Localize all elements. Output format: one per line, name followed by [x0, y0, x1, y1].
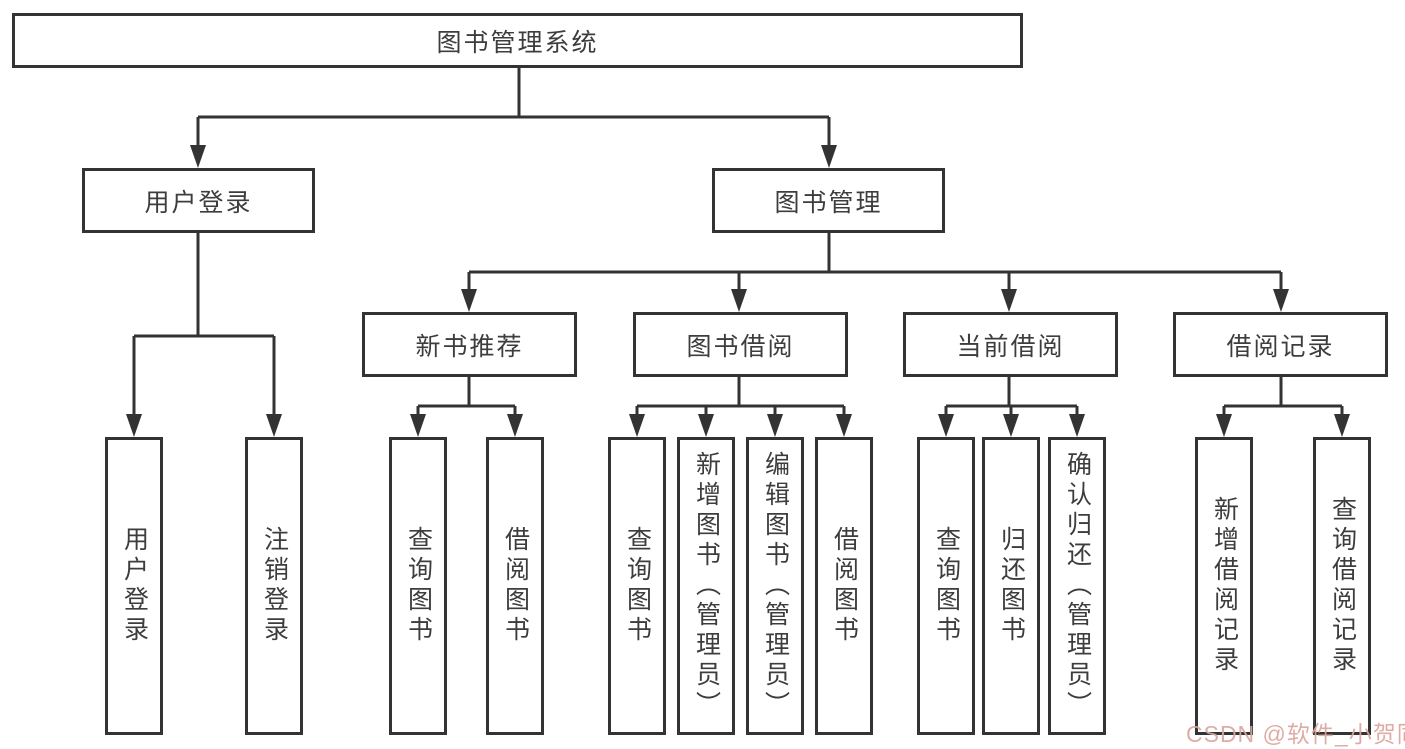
- leaf-query-borrow-record: 查询借阅记录: [1313, 437, 1371, 735]
- arrowheads: [126, 145, 1350, 437]
- node-borrowing-records: 借阅记录: [1173, 312, 1388, 377]
- node-new-book-recommendation: 新书推荐: [362, 312, 577, 377]
- leaf-add-books-admin: 新增图书（管理员）: [677, 437, 735, 735]
- node-library-management-system: 图书管理系统: [12, 13, 1023, 68]
- node-user-login: 用户登录: [82, 168, 315, 233]
- leaf-add-borrow-record: 新增借阅记录: [1195, 437, 1253, 735]
- leaf-return-books: 归还图书: [982, 437, 1040, 735]
- leaf-edit-books-admin: 编辑图书（管理员）: [746, 437, 804, 735]
- leaf-borrow-books-recommend: 借阅图书: [486, 437, 544, 735]
- leaf-borrow-books: 借阅图书: [815, 437, 873, 735]
- leaf-query-books-borrowing: 查询图书: [608, 437, 666, 735]
- node-book-management: 图书管理: [712, 168, 945, 233]
- leaf-logout: 注销登录: [245, 437, 303, 735]
- leaf-query-books-current: 查询图书: [917, 437, 975, 735]
- leaf-query-books-recommend: 查询图书: [389, 437, 447, 735]
- leaf-user-login: 用户登录: [105, 437, 163, 735]
- node-book-borrowing: 图书借阅: [633, 312, 848, 377]
- node-current-borrowing: 当前借阅: [903, 312, 1118, 377]
- csdn-watermark: CSDN @软件_小贺同学: [1186, 721, 1405, 747]
- leaf-confirm-return-admin: 确认归还（管理员）: [1048, 437, 1106, 735]
